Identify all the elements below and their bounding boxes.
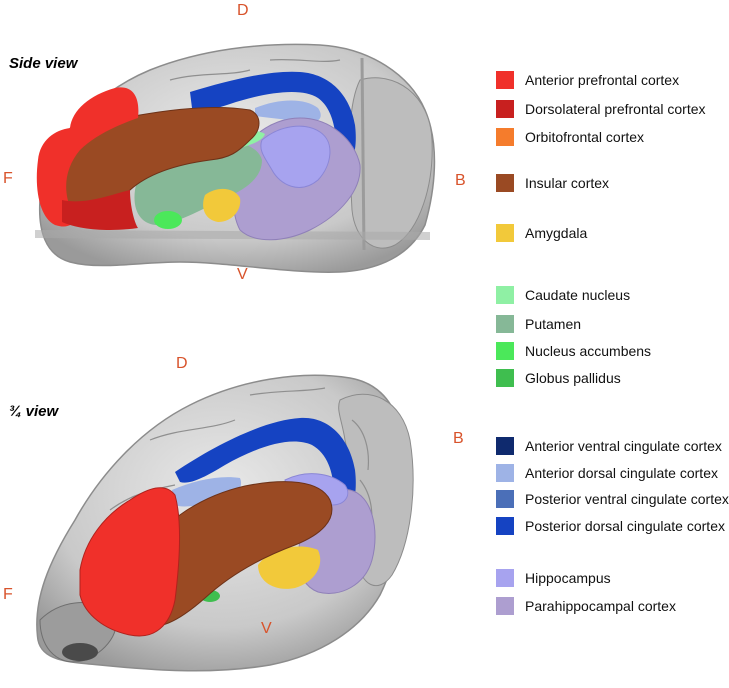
legend-item-putamen: Putamen (496, 315, 581, 333)
legend-item-anterior-ventral-cingulate: Anterior ventral cingulate cortex (496, 437, 722, 455)
side-ventral-label: V (237, 266, 248, 283)
three-quarter-view-brain (36, 374, 414, 672)
legend-item-orbitofrontal: Orbitofrontal cortex (496, 128, 644, 146)
side-view-title: Side view (9, 55, 78, 72)
legend-swatch (496, 286, 514, 304)
legend-swatch (496, 437, 514, 455)
legend-swatch (496, 71, 514, 89)
legend-swatch (496, 597, 514, 615)
tq-ventral-label: V (261, 620, 272, 637)
legend-label: Posterior dorsal cingulate cortex (525, 518, 725, 534)
legend-label: Insular cortex (525, 175, 610, 191)
legend-swatch (496, 490, 514, 508)
legend-item-hippocampus: Hippocampus (496, 569, 611, 587)
side-view-brain (35, 43, 436, 273)
legend-label: Hippocampus (525, 570, 611, 586)
legend-item-anterior-prefrontal: Anterior prefrontal cortex (496, 71, 679, 89)
legend-swatch (496, 517, 514, 535)
legend-swatch (496, 128, 514, 146)
legend-label: Anterior ventral cingulate cortex (525, 438, 722, 454)
legend-label: Anterior prefrontal cortex (525, 72, 680, 88)
legend-item-caudate: Caudate nucleus (496, 286, 630, 304)
three-quarter-view-title: ¾ view (9, 403, 59, 420)
tq-back-label: B (453, 430, 464, 447)
legend-item-parahippocampal: Parahippocampal cortex (496, 597, 676, 615)
tq-frontal-label: F (3, 586, 13, 603)
legend-label: Parahippocampal cortex (525, 598, 676, 614)
tq-anterior-prefrontal (79, 487, 181, 637)
side-frontal-label: F (3, 170, 13, 187)
side-nucleus-accumbens (154, 211, 182, 229)
side-anterior-dorsal-cingulate (255, 100, 321, 123)
tq-amygdala (258, 546, 321, 589)
side-anterior-prefrontal (36, 87, 139, 227)
legend-label: Caudate nucleus (525, 287, 631, 303)
legend-label: Posterior ventral cingulate cortex (525, 491, 729, 507)
legend-swatch (496, 315, 514, 333)
legend-swatch (496, 342, 514, 360)
legend-item-globus-pallidus: Globus pallidus (496, 369, 621, 387)
legend-label: Amygdala (525, 225, 588, 241)
side-hippocampus (260, 125, 331, 188)
legend-swatch (496, 569, 514, 587)
legend-item-nucleus-accumbens: Nucleus accumbens (496, 342, 651, 360)
legend-item-posterior-ventral-cingulate: Posterior ventral cingulate cortex (496, 490, 729, 508)
legend-item-posterior-dorsal-cingulate: Posterior dorsal cingulate cortex (496, 517, 725, 535)
legend-swatch (496, 369, 514, 387)
legend-swatch (496, 100, 514, 118)
side-posterior-dorsal-cingulate (190, 71, 356, 170)
legend-label: Nucleus accumbens (525, 343, 652, 359)
legend-label: Dorsolateral prefrontal cortex (525, 101, 706, 117)
legend-swatch (496, 464, 514, 482)
legend-label: Putamen (525, 316, 582, 332)
legend-item-anterior-dorsal-cingulate: Anterior dorsal cingulate cortex (496, 464, 718, 482)
legend-label: Orbitofrontal cortex (525, 129, 645, 145)
legend-label: Globus pallidus (525, 370, 621, 386)
legend-item-amygdala: Amygdala (496, 224, 587, 242)
side-amygdala (203, 188, 241, 222)
tq-dorsal-label: D (176, 355, 188, 372)
legend-label: Anterior dorsal cingulate cortex (525, 465, 718, 481)
side-back-label: B (455, 172, 466, 189)
tq-posterior-dorsal-cingulate (175, 417, 356, 520)
legend-swatch (496, 224, 514, 242)
side-dorsolateral-prefrontal (62, 190, 138, 230)
legend-swatch (496, 174, 514, 192)
legend: Anterior prefrontal cortex Dorsolateral … (496, 0, 729, 688)
legend-item-dorsolateral-prefrontal: Dorsolateral prefrontal cortex (496, 100, 706, 118)
legend-item-insular: Insular cortex (496, 174, 609, 192)
side-dorsal-label: D (237, 2, 249, 19)
